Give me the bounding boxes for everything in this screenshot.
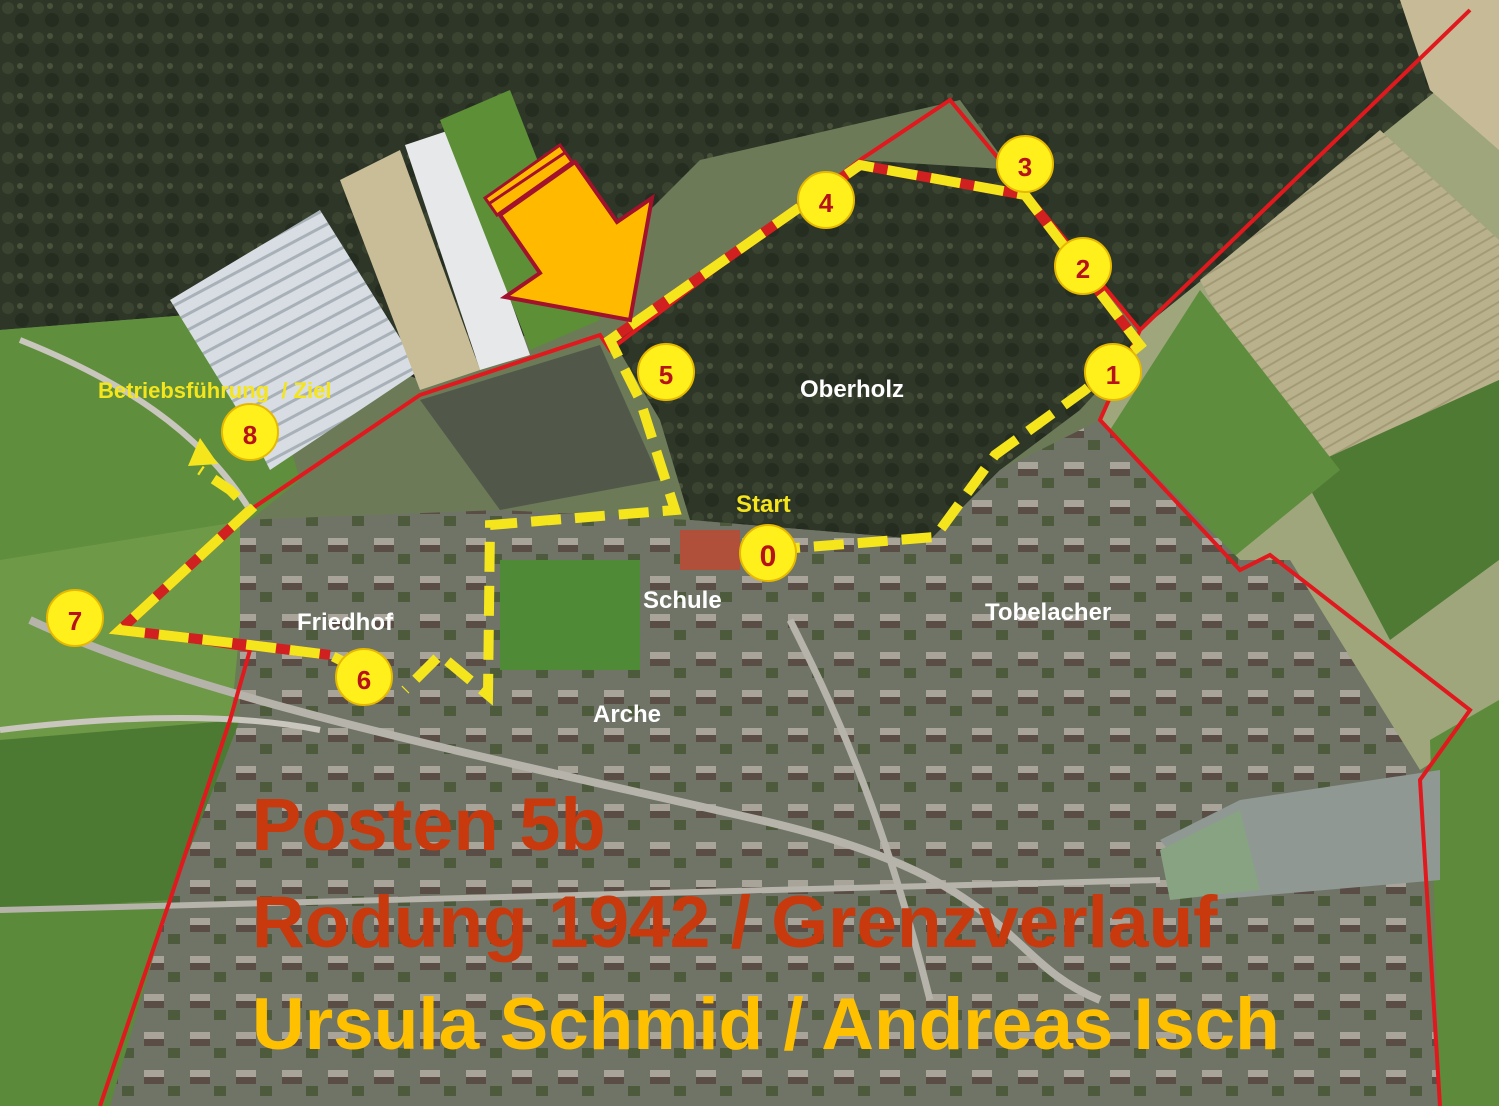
greenhouses xyxy=(170,210,420,470)
station-1: 1 xyxy=(1084,343,1142,401)
station-1-label: 1 xyxy=(1106,360,1120,390)
label-tobelacher: Tobelacher xyxy=(985,599,1111,626)
direction-triangle xyxy=(188,438,218,466)
field-strip-1 xyxy=(1200,130,1499,470)
station-8-label: 8 xyxy=(243,420,257,450)
arrow-body xyxy=(497,159,655,323)
village xyxy=(110,420,1440,1106)
station-4-label: 4 xyxy=(819,188,834,218)
station-0-label: 0 xyxy=(760,540,777,573)
green-roof xyxy=(1160,810,1260,900)
field-southwest xyxy=(0,720,240,910)
station-5-label: 5 xyxy=(659,360,673,390)
title-line-1: Posten 5b xyxy=(252,783,606,866)
station-markers: 0 1 2 3 4 5 6 7 8 xyxy=(46,135,1142,706)
station-7: 7 xyxy=(46,589,104,647)
label-schule: Schule xyxy=(643,587,722,614)
road-2 xyxy=(786,618,934,1001)
station-8: 8 xyxy=(221,403,279,461)
label-friedhof: Friedhof xyxy=(297,609,394,636)
station-3: 3 xyxy=(996,135,1054,193)
station-2: 2 xyxy=(1054,237,1112,295)
route-main xyxy=(401,159,1147,706)
station-6: 6 xyxy=(335,648,393,706)
field-southwest-2 xyxy=(0,900,170,1106)
road-5 xyxy=(18,337,253,512)
label-arche: Arche xyxy=(593,701,661,728)
beige-field xyxy=(340,150,480,390)
field-strip-4 xyxy=(1400,0,1499,150)
plot-center xyxy=(420,345,660,510)
title-line-2: Rodung 1942 / Grenzverlauf xyxy=(252,882,1218,963)
road-main xyxy=(28,616,1102,1004)
station-0: 0 xyxy=(739,524,797,582)
field-strip-2 xyxy=(1300,380,1499,640)
station-3-label: 3 xyxy=(1018,152,1032,182)
label-start: Start xyxy=(736,491,791,518)
title-line-3: Ursula Schmid / Andreas Isch xyxy=(252,984,1280,1065)
greenhouse-field xyxy=(405,130,530,370)
route-west xyxy=(108,465,363,675)
road-3 xyxy=(0,877,1161,913)
station-6-label: 6 xyxy=(357,665,371,695)
station-7-label: 7 xyxy=(68,606,82,636)
station-4: 4 xyxy=(797,171,855,229)
road-4 xyxy=(0,714,321,733)
field-strip-3 xyxy=(1110,290,1340,560)
label-oberholz: Oberholz xyxy=(800,376,904,403)
red-court xyxy=(680,530,740,570)
forest-north xyxy=(0,0,1499,380)
sports-field xyxy=(500,560,640,670)
station-2-label: 2 xyxy=(1076,254,1090,284)
pointer-arrow xyxy=(482,142,655,323)
station-5: 5 xyxy=(637,343,695,401)
label-betrieb: Betriebsführung / Ziel xyxy=(98,378,331,403)
field-strip-5 xyxy=(1430,700,1499,1106)
